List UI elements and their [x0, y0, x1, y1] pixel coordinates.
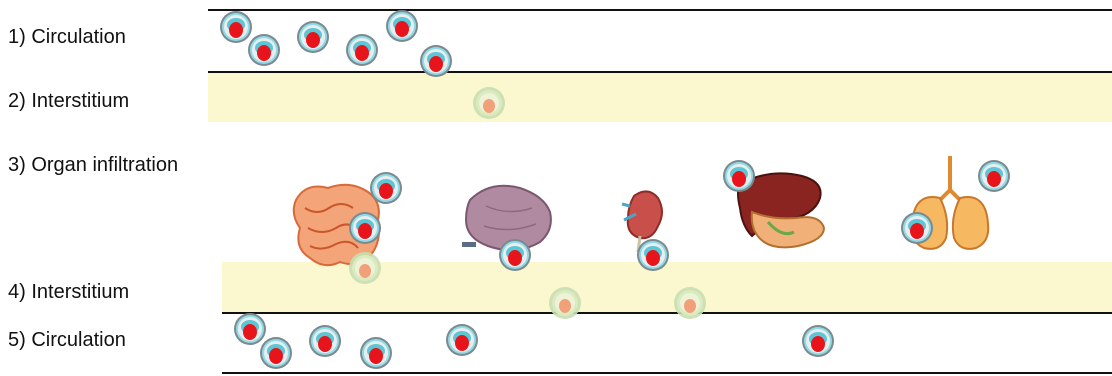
- circulation-cell: [309, 325, 341, 357]
- infiltrating-cell: [978, 160, 1010, 192]
- interstitium-cell: [473, 87, 505, 119]
- circulation-cell: [248, 34, 280, 66]
- circulation-cell: [446, 324, 478, 356]
- interstitium-cell: [674, 287, 706, 319]
- infiltrating-cell: [499, 239, 531, 271]
- circulation-cell: [297, 21, 329, 53]
- circulation-cell: [386, 10, 418, 42]
- infiltrating-cell: [349, 212, 381, 244]
- infiltrating-cell: [901, 212, 933, 244]
- infiltrating-cell: [723, 160, 755, 192]
- interstitium-cell: [349, 252, 381, 284]
- circulation-cell: [802, 325, 834, 357]
- circulation-cell: [346, 34, 378, 66]
- interstitium-cell: [549, 287, 581, 319]
- circulation-cell: [220, 11, 252, 43]
- infiltrating-cell: [370, 172, 402, 204]
- circulation-cell: [420, 45, 452, 77]
- circulation-cell: [260, 337, 292, 369]
- infiltrating-cell: [637, 239, 669, 271]
- circulation-cell: [360, 337, 392, 369]
- circulation-cell: [234, 313, 266, 345]
- spleen-icon: [462, 186, 551, 250]
